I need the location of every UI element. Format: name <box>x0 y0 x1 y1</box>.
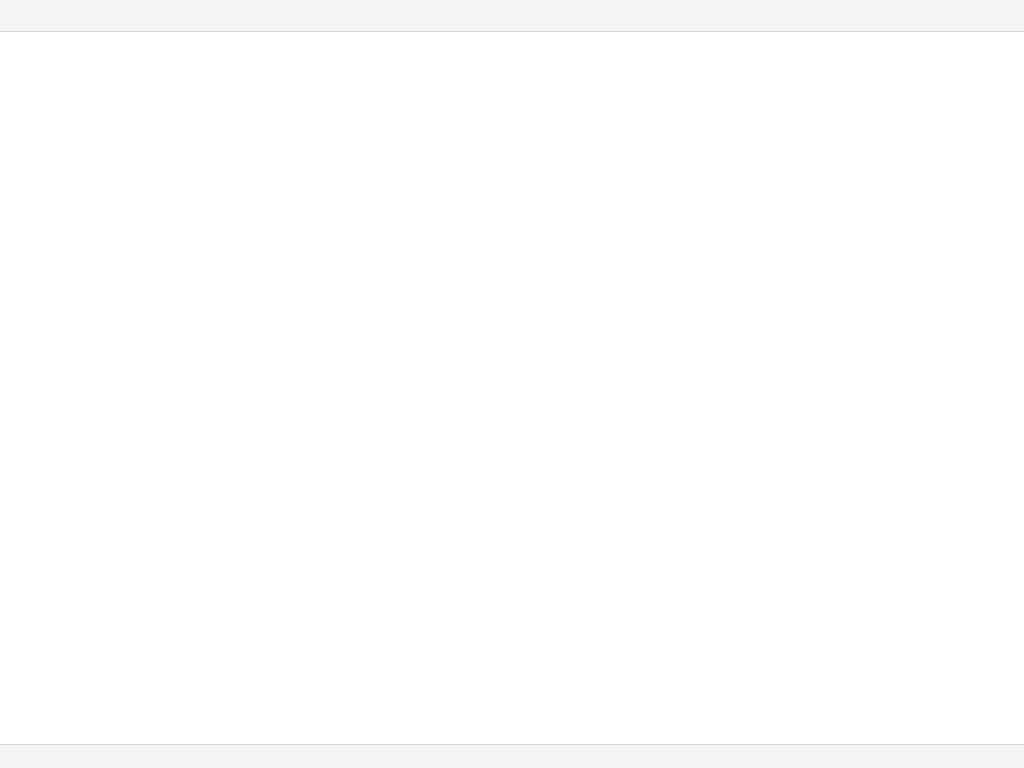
status-bar <box>0 744 1024 768</box>
title-bar <box>0 0 1024 32</box>
main-content <box>0 32 1024 744</box>
